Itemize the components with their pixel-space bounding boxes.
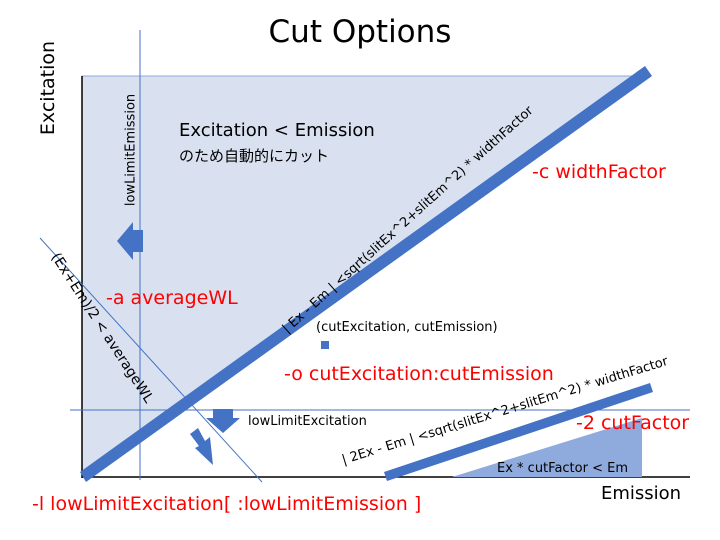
cut-point-marker xyxy=(321,341,329,349)
low-limit-excitation-arrow xyxy=(206,409,240,433)
option-cut-point: -o cutExcitation:cutEmission xyxy=(284,363,554,385)
width-factor-band xyxy=(80,66,652,482)
option-low-limit: -l lowLimitExcitation[ :lowLimitEmission… xyxy=(32,493,422,515)
low-limit-excitation-label: lowLimitExcitation xyxy=(248,414,367,429)
region-auto-cut-text: のため自動的にカット xyxy=(179,147,330,165)
cut-factor-region xyxy=(452,418,642,477)
low-limit-emission-label: lowLimitEmission xyxy=(123,93,139,207)
cut-point-label: (cutExcitation, cutEmission) xyxy=(316,320,498,335)
option-cut-factor: -2 cutFactor xyxy=(576,412,690,434)
ex-cutfactor-label: Ex * cutFactor < Em xyxy=(497,461,628,476)
y-axis-label: Excitation xyxy=(37,40,59,136)
cut-factor-band xyxy=(384,383,653,481)
region-condition-text: Excitation < Emission xyxy=(179,120,375,141)
average-wl-arrow xyxy=(190,428,213,465)
average-wl-line xyxy=(39,237,263,483)
x-axis-label: Emission xyxy=(601,483,682,504)
diagram-title: Cut Options xyxy=(268,14,452,50)
option-width-factor: -c widthFactor xyxy=(532,161,666,183)
option-average-wl: -a averageWL xyxy=(106,287,238,309)
low-limit-emission-arrow xyxy=(117,222,143,260)
